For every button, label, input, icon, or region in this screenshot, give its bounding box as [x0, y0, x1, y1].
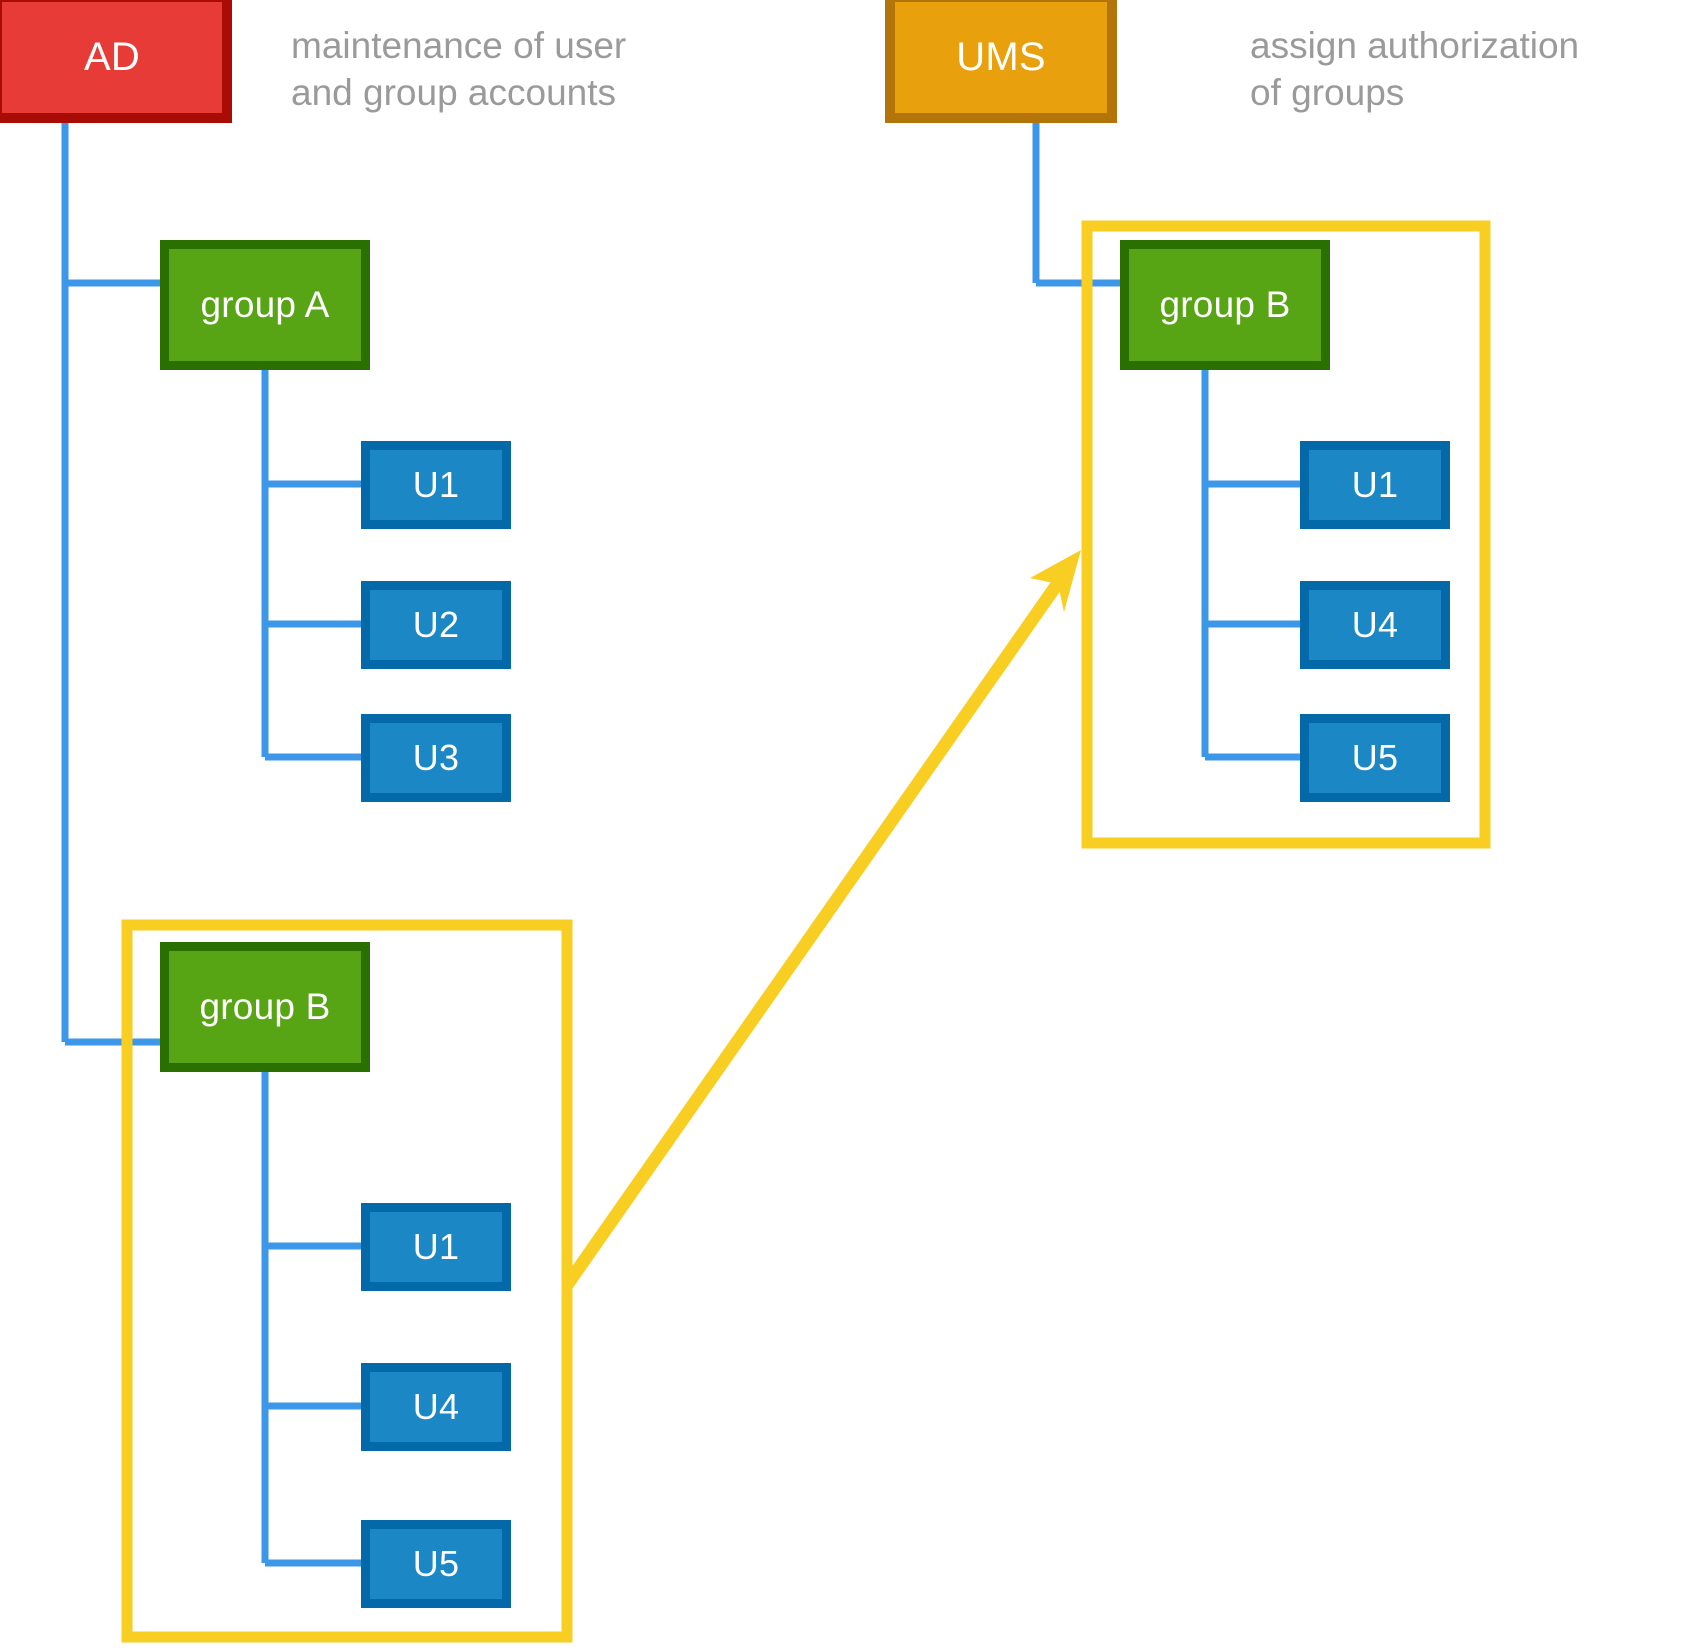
node-ad-group-a-user-3[interactable]: U3	[361, 714, 511, 802]
node-ad-group-b-user-3[interactable]: U5	[361, 1520, 511, 1608]
caption-ad: maintenance of user and group accounts	[291, 25, 627, 114]
node-ad-group-a[interactable]: group A	[160, 240, 370, 370]
node-ums[interactable]: UMS	[885, 0, 1117, 123]
node-ums-group-b-user-2[interactable]: U4	[1300, 581, 1450, 669]
node-ad-group-b-user-1[interactable]: U1	[361, 1203, 511, 1291]
mapping-arrow	[561, 550, 1081, 1289]
highlight-frame-right	[1081, 220, 1491, 849]
ums-connector-group	[1032, 123, 1120, 287]
group-b-right-connector-group	[1201, 370, 1300, 761]
node-ad-group-b-user-2[interactable]: U4	[361, 1363, 511, 1451]
node-ad-group-b[interactable]: group B	[160, 942, 370, 1072]
caption-ums: assign authorization of groups	[1250, 25, 1580, 114]
node-ums-group-b[interactable]: group B	[1120, 240, 1330, 370]
node-ums-group-b-user-3[interactable]: U5	[1300, 714, 1450, 802]
node-ad-group-a-user-1[interactable]: U1	[361, 441, 511, 529]
node-ad[interactable]: AD	[0, 0, 232, 123]
group-a-connector-group	[261, 370, 361, 761]
node-ad-group-a-user-2[interactable]: U2	[361, 581, 511, 669]
mapping-arrow-head	[1030, 550, 1081, 612]
ad-connector-group	[61, 123, 160, 1046]
node-ums-group-b-user-1[interactable]: U1	[1300, 441, 1450, 529]
mapping-arrow-shaft	[561, 569, 1071, 1289]
group-b-left-connector-group	[261, 1072, 361, 1567]
